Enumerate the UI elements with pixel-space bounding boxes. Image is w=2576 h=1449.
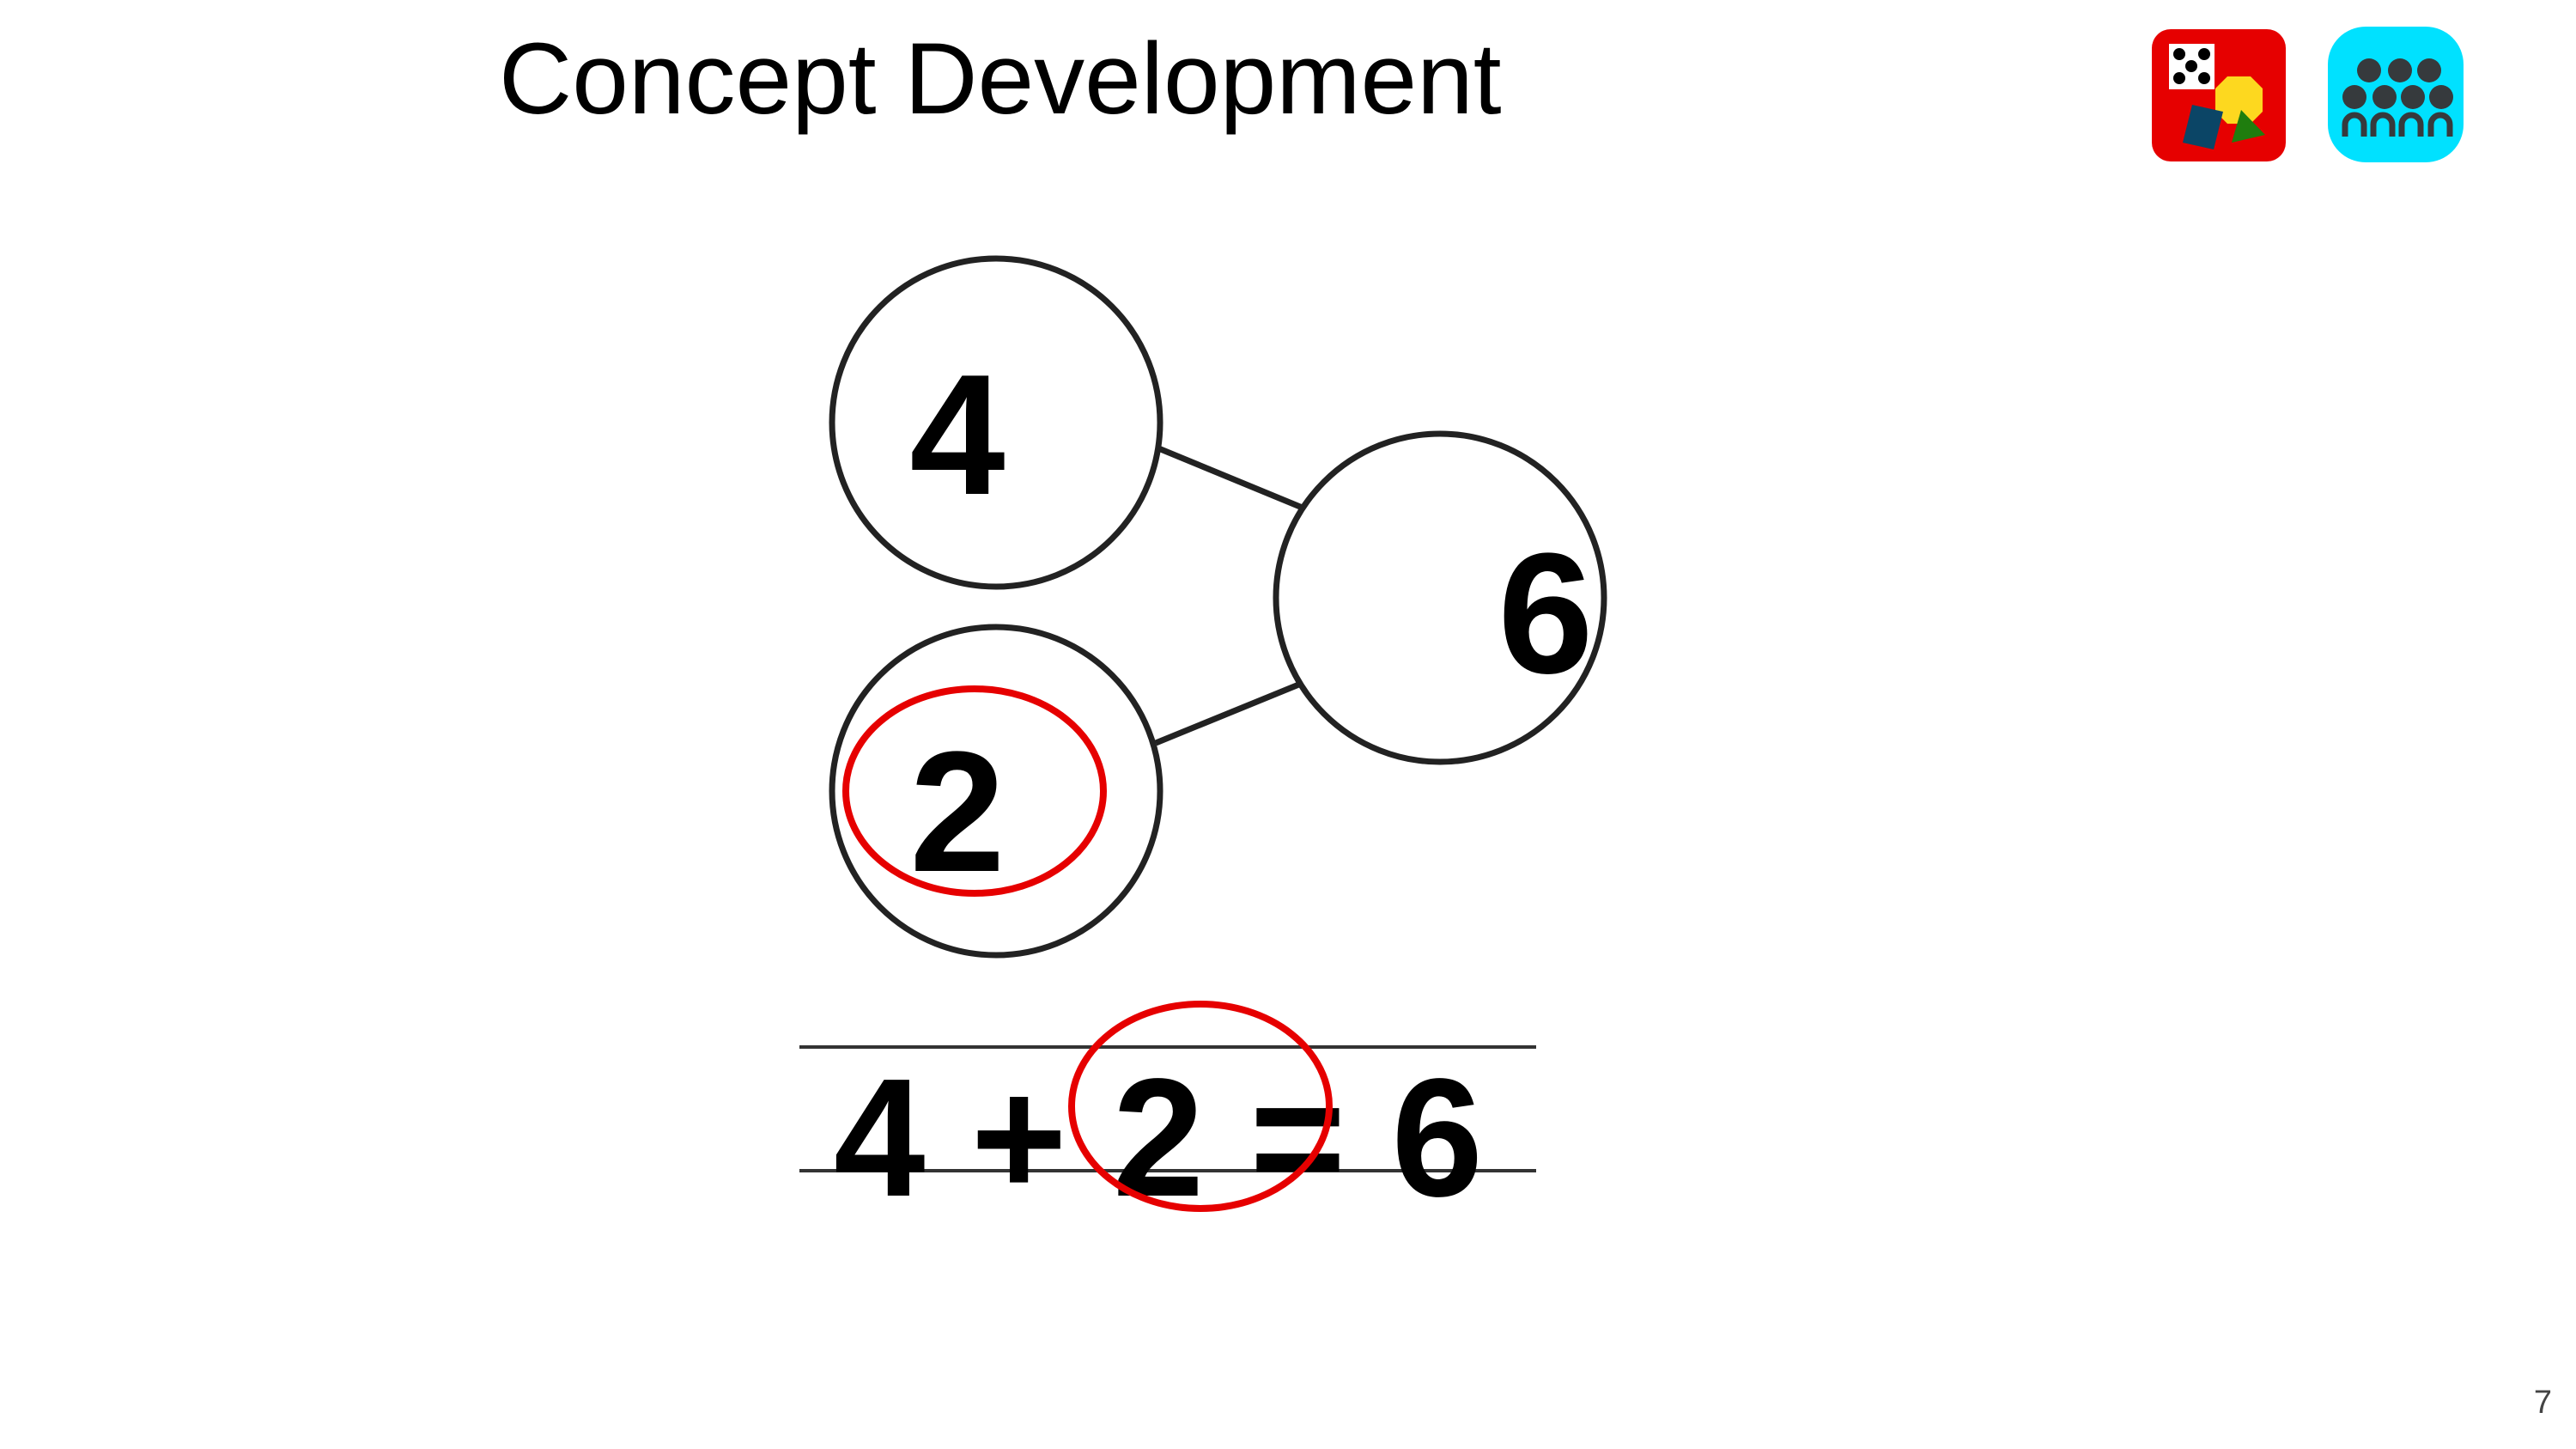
- slide-title: Concept Development: [499, 22, 1502, 136]
- whole-circle: [1273, 430, 1607, 765]
- number-bond: 4 2 6: [829, 255, 1607, 959]
- part-circle-top: [829, 255, 1163, 590]
- manipulatives-app-icon: [2152, 29, 2286, 161]
- whole-group-icon: [2328, 27, 2464, 162]
- octagon-shape: [2215, 76, 2263, 124]
- bond-connector: [1154, 680, 1303, 746]
- square-shape: [2183, 105, 2223, 149]
- part-b-number: 2: [909, 716, 1005, 908]
- equation-area: 4 + 2 = 6: [799, 1001, 1536, 1232]
- highlight-circle-addend: [1068, 1001, 1333, 1212]
- whole-number: 6: [1498, 518, 1593, 709]
- page-number: 7: [2534, 1385, 2552, 1421]
- part-circle-bottom: [829, 624, 1163, 959]
- bond-connector: [1151, 442, 1306, 512]
- triangle-shape: [2232, 110, 2265, 143]
- highlight-circle-part: [842, 685, 1107, 897]
- part-a-number: 4: [909, 339, 1005, 531]
